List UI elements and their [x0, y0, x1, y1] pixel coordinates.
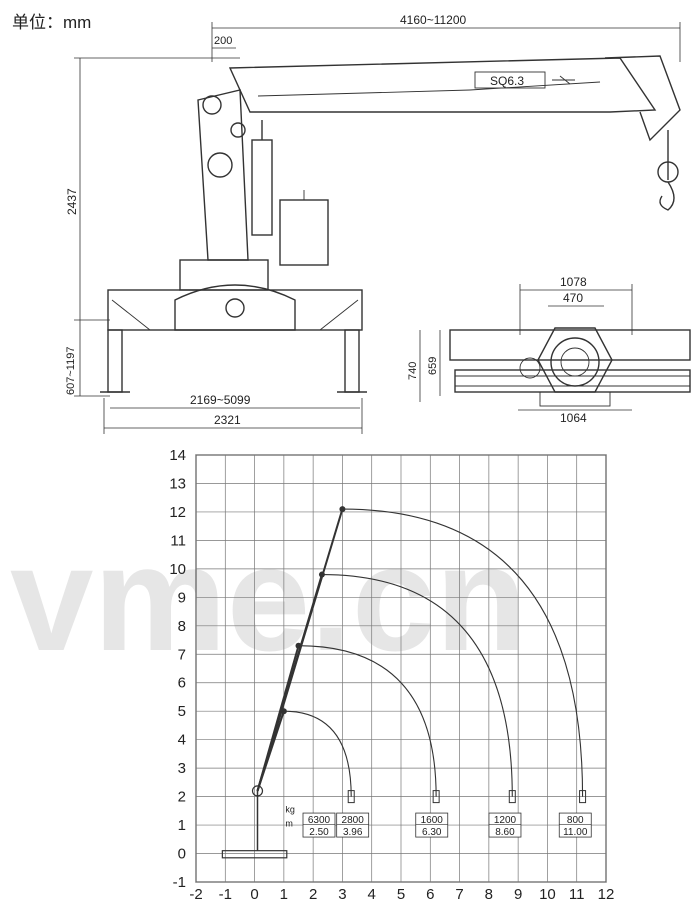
y-tick-label: 5 — [178, 703, 186, 720]
hook-marker — [432, 790, 440, 804]
hook-marker — [347, 790, 355, 804]
plan-height-dim: 740 — [407, 362, 419, 380]
load-cell — [415, 812, 449, 838]
x-tick-label: 11 — [569, 886, 585, 903]
plan-inner-height-dim: 659 — [427, 357, 439, 375]
x-tick-label: 6 — [426, 886, 434, 903]
x-tick-label: 9 — [514, 886, 522, 903]
y-tick-label: 6 — [178, 675, 186, 692]
boom — [228, 57, 657, 113]
chart-grid — [195, 454, 607, 883]
load-radius: 2.50 — [309, 827, 329, 838]
x-tick-label: 3 — [338, 886, 346, 903]
x-tick-label: -1 — [219, 886, 232, 903]
watermark: vme.cn — [10, 514, 527, 682]
load-weight: 6300 — [308, 815, 331, 826]
load-cell — [302, 812, 336, 838]
boom-line — [256, 508, 344, 792]
load-radius: 11.00 — [563, 827, 588, 838]
load-cell — [488, 812, 522, 838]
plan-overall-dim: 1078 — [560, 275, 587, 289]
left-leg — [107, 329, 123, 393]
load-weight: 1600 — [421, 815, 444, 826]
load-curves — [283, 508, 587, 804]
unit-label: 单位：mm — [12, 13, 92, 32]
x-tick-label: 7 — [455, 886, 463, 903]
load-curve — [298, 645, 437, 797]
crane-elevation: 4160~11200 200 2437 607~1197 2169~5099 2… — [65, 13, 681, 434]
load-cell — [558, 812, 592, 838]
right-leg — [344, 329, 360, 393]
boom-model-label: SQ6.3 — [490, 74, 524, 88]
plan-beam — [449, 329, 691, 361]
y-tick-label: 7 — [178, 646, 186, 663]
x-tick-label: 4 — [368, 886, 376, 903]
y-tick-label: 4 — [178, 732, 186, 749]
y-tick-label: 11 — [170, 532, 186, 549]
outrigger-span-dim: 2169~5099 — [190, 393, 251, 407]
boom-positions — [221, 506, 346, 859]
load-cell — [336, 812, 370, 838]
y-tick-label: 2 — [178, 789, 186, 806]
offset-dim: 200 — [214, 35, 232, 47]
y-tick-label: 3 — [178, 760, 186, 777]
load-radius: 8.60 — [495, 827, 515, 838]
oil-tank — [279, 199, 329, 266]
chart-pivot — [251, 785, 264, 797]
luffing-cylinder — [251, 139, 273, 236]
crane-plan: 1078 470 740 659 1064 — [407, 275, 691, 425]
boom-tip — [339, 506, 346, 513]
y-tick-label: 13 — [169, 475, 186, 492]
x-tick-label: 5 — [397, 886, 405, 903]
base-width-dim: 2321 — [214, 413, 241, 427]
table-header-weight: kg — [285, 804, 295, 814]
x-tick-label: 8 — [485, 886, 493, 903]
x-tick-label: 10 — [539, 886, 556, 903]
y-tick-label: 10 — [169, 561, 186, 578]
mast — [197, 89, 249, 261]
reach-dim: 4160~11200 — [400, 13, 467, 27]
load-weight: 1200 — [494, 815, 517, 826]
x-tick-label: 12 — [598, 886, 615, 903]
x-tick-label: 1 — [280, 886, 288, 903]
y-tick-label: 1 — [178, 817, 186, 834]
table-header-radius: m — [285, 818, 293, 828]
chart-base — [221, 850, 288, 859]
y-tick-label: 14 — [169, 447, 186, 464]
leg-stroke-dim: 607~1197 — [65, 347, 77, 395]
height-dim: 2437 — [65, 188, 79, 215]
y-tick-label: 0 — [178, 846, 186, 863]
load-radius: 6.30 — [422, 827, 442, 838]
hook-marker — [508, 790, 516, 804]
y-tick-label: -1 — [173, 874, 186, 891]
load-weight: 800 — [567, 815, 584, 826]
y-tick-label: 12 — [169, 504, 186, 521]
x-tick-label: 0 — [250, 886, 258, 903]
load-radius: 3.96 — [343, 827, 363, 838]
load-weight: 2800 — [342, 815, 365, 826]
y-tick-label: 8 — [178, 618, 186, 635]
x-tick-label: 2 — [309, 886, 317, 903]
load-curve — [321, 574, 513, 797]
plan-base-dim: 1064 — [560, 411, 587, 425]
y-tick-label: 9 — [178, 589, 186, 606]
plan-inner-dim: 470 — [563, 291, 583, 305]
load-curve — [342, 508, 584, 797]
x-tick-label: -2 — [189, 886, 202, 903]
load-curve — [283, 710, 352, 797]
hook-marker — [579, 790, 587, 804]
outrigger-beam — [107, 289, 363, 331]
